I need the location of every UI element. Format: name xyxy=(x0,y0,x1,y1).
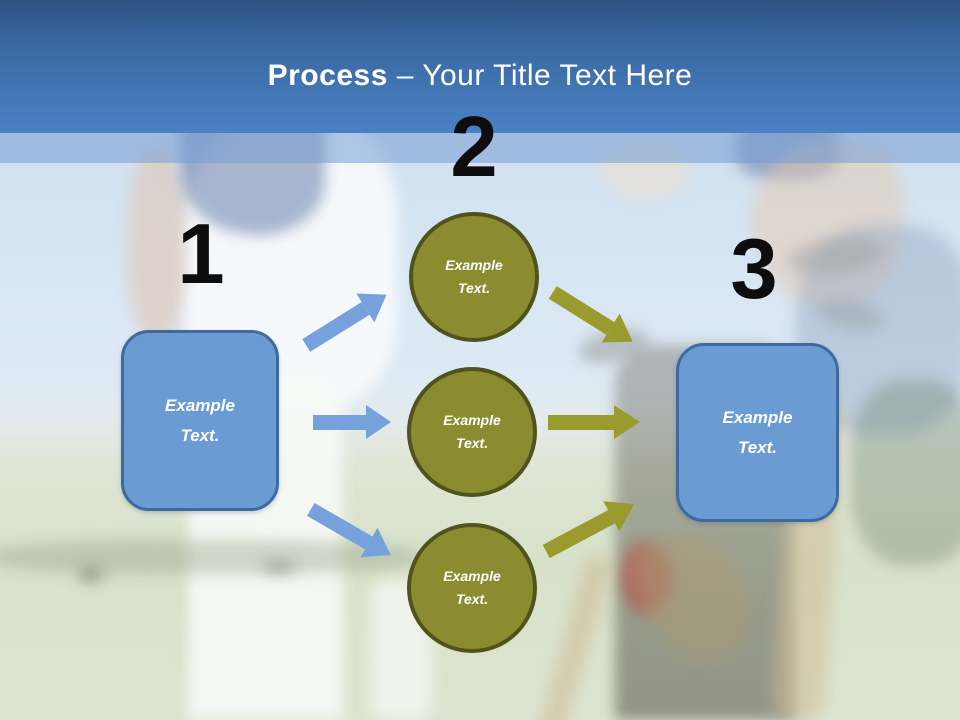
arrow-shaft xyxy=(548,414,614,430)
title-bar-fade-edge xyxy=(0,133,960,163)
process-end-label: Example Text. xyxy=(722,407,793,457)
title-bar: Process – Your Title Text Here xyxy=(0,0,960,133)
title-separator: – xyxy=(396,58,414,92)
process-circle-3: Example Text. xyxy=(407,523,537,653)
arrow-shaft xyxy=(313,414,366,430)
arrow-start-to-circle-2 xyxy=(313,405,391,439)
photo-distant-object xyxy=(262,560,296,574)
photo-golf-bag-stand xyxy=(530,552,614,720)
process-end-box: Example Text. xyxy=(676,343,839,522)
title-keyword: Process xyxy=(267,58,388,92)
process-circle-3-label: Example Text. xyxy=(443,567,501,607)
process-circle-1: Example Text. xyxy=(409,212,539,342)
arrow-shaft xyxy=(542,509,615,558)
photo-tree-line xyxy=(0,540,420,574)
arrow-shaft xyxy=(549,285,615,335)
arrow-head-icon xyxy=(366,405,391,439)
photo-distant-object xyxy=(78,568,104,582)
process-start-label: Example Text. xyxy=(165,395,235,445)
title-rest: Your Title Text Here xyxy=(422,58,693,92)
photo-golfer-left-arm xyxy=(128,148,186,343)
photo-trees-near xyxy=(850,380,960,565)
process-start-box: Example Text. xyxy=(121,330,279,511)
arrow-head-icon xyxy=(614,405,640,439)
process-circle-2-label: Example Text. xyxy=(443,411,501,451)
photo-golfer-right-arm xyxy=(752,140,902,305)
process-circle-2: Example Text. xyxy=(407,367,537,497)
step-number-3: 3 xyxy=(730,222,777,317)
photo-golf-bag-red-patch xyxy=(620,542,670,614)
step-number-2: 2 xyxy=(450,100,497,195)
slide-title: Process – Your Title Text Here xyxy=(268,41,693,93)
step-number-1: 1 xyxy=(177,207,224,302)
process-circle-1-label: Example Text. xyxy=(445,256,503,296)
arrow-circle-2-to-end xyxy=(548,405,640,439)
